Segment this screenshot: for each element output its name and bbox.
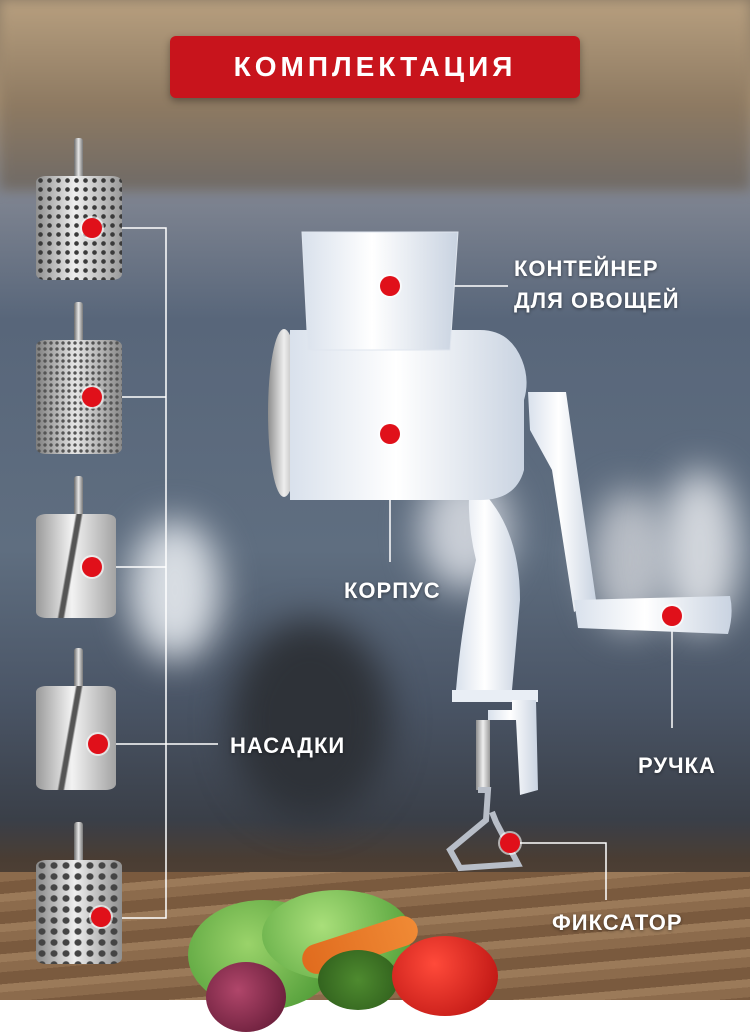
label-body: КОРПУС	[344, 578, 441, 603]
label-container-line2: ДЛЯ ОВОЩЕЙ	[514, 288, 680, 313]
background-bokeh	[130, 520, 220, 660]
pepper-image	[392, 936, 498, 1016]
device-handle	[574, 596, 732, 634]
label-attachments: НАСАДКИ	[230, 733, 346, 758]
device-container	[301, 231, 459, 351]
grater-shaft	[74, 138, 83, 180]
marker-dot	[82, 557, 102, 577]
clamp-body	[488, 700, 538, 795]
device-body	[290, 330, 527, 500]
marker-dot	[380, 424, 400, 444]
title-banner: КОМПЛЕКТАЦИЯ	[170, 36, 580, 98]
label-handle: РУЧКА	[638, 753, 716, 778]
page-title: КОМПЛЕКТАЦИЯ	[233, 51, 517, 82]
broccoli-image	[318, 950, 398, 1010]
marker-dot	[662, 606, 682, 626]
clamp-wing	[446, 787, 523, 872]
clamp-screw	[476, 720, 490, 790]
clamp-line	[510, 842, 607, 900]
marker-dot	[500, 833, 520, 853]
marker-dot	[91, 907, 111, 927]
clamp-top	[452, 690, 538, 702]
beet-image	[206, 962, 286, 1032]
grater-shaft	[74, 648, 83, 690]
label-clamp: ФИКСАТОР	[552, 910, 683, 935]
grater-drum	[36, 340, 122, 454]
grater-drum	[36, 176, 122, 280]
marker-dot	[88, 734, 108, 754]
device-crank	[528, 392, 596, 612]
background-bokeh	[230, 620, 390, 820]
grater-shaft	[74, 822, 83, 864]
attachments-bracket-line	[92, 227, 167, 919]
grater-device	[268, 231, 732, 872]
grater-shaft	[74, 476, 83, 518]
grater-shaft	[74, 302, 83, 344]
device-arm	[456, 480, 520, 690]
label-container-line1: КОНТЕЙНЕР	[514, 256, 659, 281]
marker-dot	[82, 387, 102, 407]
marker-dot	[82, 218, 102, 238]
grater-drum	[36, 514, 116, 618]
marker-dot	[380, 276, 400, 296]
